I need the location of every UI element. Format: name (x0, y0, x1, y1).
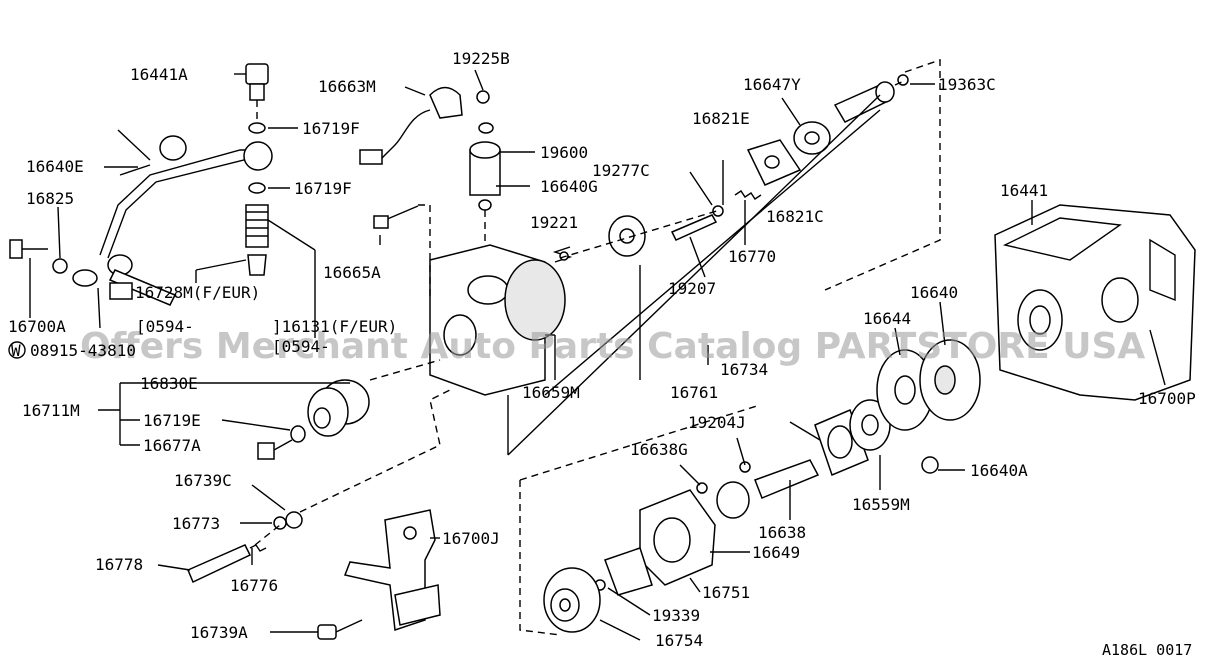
label-16700A[interactable]: 16700A (8, 317, 66, 336)
label-16776[interactable]: 16776 (230, 576, 278, 595)
fuel-pipe-assembly (99, 129, 273, 306)
label-16700P[interactable]: 16700P (1138, 389, 1196, 408)
label-16825[interactable]: 16825 (26, 189, 74, 208)
bracket-16700J (343, 509, 441, 632)
label-16700J[interactable]: 16700J (442, 529, 500, 548)
overflow-valve-parts (559, 74, 909, 261)
drive-parts (696, 339, 981, 519)
label-19225B[interactable]: 19225B (452, 49, 510, 68)
label-16638G[interactable]: 16638G (630, 440, 688, 459)
part-labels: 16441A 16663M 19225B 16647Y 19363C 16719… (8, 49, 1196, 659)
label-16441A[interactable]: 16441A (130, 65, 188, 84)
label-19277C[interactable]: 19277C (592, 161, 650, 180)
label-16770[interactable]: 16770 (728, 247, 776, 266)
label-16640[interactable]: 16640 (910, 283, 958, 302)
bolt-16700A (9, 239, 98, 287)
label-16640E[interactable]: 16640E (26, 157, 84, 176)
label-16647Y[interactable]: 16647Y (743, 75, 801, 94)
label-19363C[interactable]: 19363C (938, 75, 996, 94)
leader-lines (29, 69, 1166, 641)
label-16663M[interactable]: 16663M (318, 77, 376, 96)
assembly-dashed-lines (254, 59, 941, 636)
label-16659M[interactable]: 16659M (522, 383, 580, 402)
label-16441[interactable]: 16441 (1000, 181, 1048, 200)
label-16719E[interactable]: 16719E (143, 411, 201, 430)
screw-16665A (373, 205, 419, 229)
label-16734[interactable]: 16734 (720, 360, 768, 379)
pump-head-16659M (429, 215, 646, 396)
label-16751[interactable]: 16751 (702, 583, 750, 602)
washer-mark: W (11, 341, 21, 360)
label-16778[interactable]: 16778 (95, 555, 143, 574)
figure-code: A186L 0017 (1102, 641, 1192, 659)
label-16677A[interactable]: 16677A (143, 436, 201, 455)
label-16754[interactable]: 16754 (655, 631, 703, 650)
governor-parts (543, 489, 716, 633)
label-16711M[interactable]: 16711M (22, 401, 80, 420)
check-valve-16830E (257, 379, 370, 460)
label-16821E[interactable]: 16821E (692, 109, 750, 128)
label-16728M[interactable]: 16728M(F/EUR) (135, 283, 260, 302)
label-19221[interactable]: 19221 (530, 213, 578, 232)
label-16821C[interactable]: 16821C (766, 207, 824, 226)
fuel-cut-solenoid (359, 86, 501, 211)
label-16830E[interactable]: 16830E (140, 374, 198, 393)
label-08915-43810[interactable]: 08915-43810 (30, 341, 136, 360)
banjo-bolt-16441A (245, 63, 269, 276)
label-19339[interactable]: 19339 (652, 606, 700, 625)
label-16761[interactable]: 16761 (670, 383, 718, 402)
label-16638[interactable]: 16638 (758, 523, 806, 542)
label-16665A[interactable]: 16665A (323, 263, 381, 282)
watermark-text: Offers Merchant Auto Parts Catalog PARTS… (80, 326, 1145, 367)
label-16649[interactable]: 16649 (752, 543, 800, 562)
label-16719F-lower[interactable]: 16719F (294, 179, 352, 198)
label-16773[interactable]: 16773 (172, 514, 220, 533)
washer-mark-circle (8, 341, 26, 359)
label-19600[interactable]: 19600 (540, 143, 588, 162)
pump-housing-16441 (994, 204, 1196, 401)
label-0594-a: [0594- (136, 317, 194, 336)
label-16640A[interactable]: 16640A (970, 461, 1028, 480)
label-16640G[interactable]: 16640G (540, 177, 598, 196)
label-19207[interactable]: 19207 (668, 279, 716, 298)
label-0594-b: [0594- (272, 337, 330, 356)
label-16644[interactable]: 16644 (863, 309, 911, 328)
label-16131[interactable]: ]16131(F/EUR) (272, 317, 397, 336)
timer-parts (187, 511, 363, 640)
label-16719F-upper[interactable]: 16719F (302, 119, 360, 138)
label-16739A[interactable]: 16739A (190, 623, 248, 642)
label-16739C[interactable]: 16739C (174, 471, 232, 490)
label-16559M[interactable]: 16559M (852, 495, 910, 514)
label-19204J[interactable]: 19204J (688, 413, 746, 432)
